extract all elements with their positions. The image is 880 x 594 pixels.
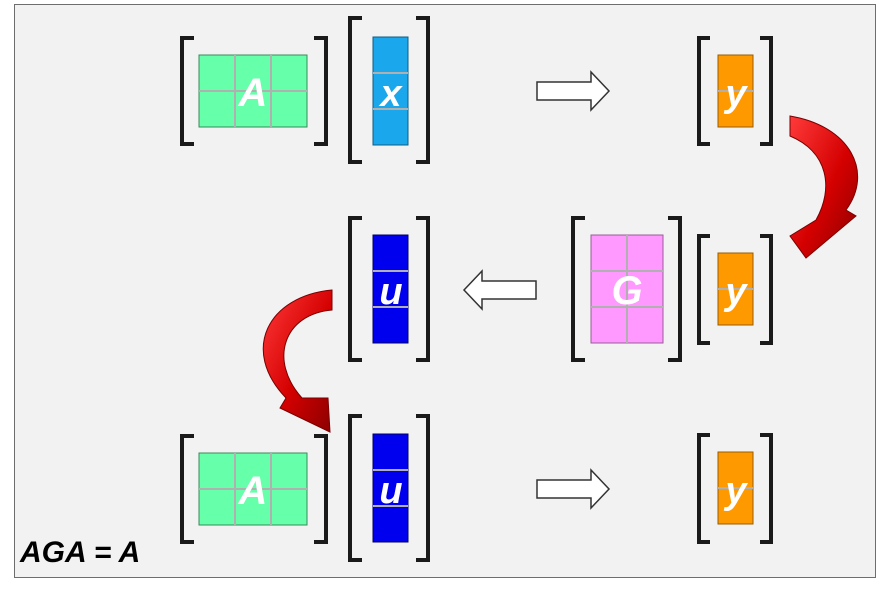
matrix-a-row1: A [198, 54, 308, 128]
bracket-left-u-row2 [348, 216, 362, 362]
label-x: x [378, 73, 403, 115]
vector-y-row3: y [717, 451, 754, 525]
label-y-row1: y [723, 73, 748, 115]
vector-y-row1: y [717, 54, 754, 128]
label-a-row1: A [238, 71, 268, 115]
arrow-right-row1 [536, 70, 611, 112]
matrix-g: G [590, 234, 664, 344]
bracket-left-a-row1 [180, 36, 194, 146]
row-1: A x y [180, 16, 773, 164]
bracket-left-u-row3 [348, 414, 362, 562]
bracket-right-u-row2 [416, 216, 430, 362]
bracket-right-y-row1 [760, 36, 773, 146]
curved-arrow-u-to-au [262, 289, 333, 433]
vector-y-row2: y [717, 252, 754, 326]
curved-arrow-y-to-gy [789, 115, 859, 259]
bracket-right-g [668, 216, 682, 362]
bracket-right-u-row3 [416, 414, 430, 562]
bracket-left-y-row3 [697, 433, 710, 544]
bracket-right-y-row2 [760, 234, 773, 345]
bracket-right-x [416, 16, 430, 164]
bracket-right-a-row3 [314, 434, 328, 544]
matrix-a-row3: A [198, 452, 308, 526]
bracket-left-y-row2 [697, 234, 710, 345]
label-g: G [611, 269, 642, 313]
bracket-right-y-row3 [760, 433, 773, 544]
arrow-left-row2 [462, 269, 537, 311]
label-u-row2: u [379, 271, 402, 313]
bracket-left-a-row3 [180, 434, 194, 544]
label-y-row3: y [723, 470, 748, 512]
arrow-right-row3 [536, 468, 611, 510]
bracket-right-a-row1 [314, 36, 328, 146]
vector-u-row3: u [372, 433, 409, 543]
label-u-row3: u [379, 470, 402, 512]
bracket-left-g [571, 216, 585, 362]
row-3: A u y [180, 414, 773, 562]
bracket-left-x [348, 16, 362, 164]
equation-caption: AGA = A [20, 536, 141, 569]
vector-x: x [372, 36, 409, 146]
vector-u-row2: u [372, 234, 409, 344]
label-y-row2: y [723, 271, 748, 313]
bracket-left-y-row1 [697, 36, 710, 146]
label-a-row3: A [238, 469, 268, 513]
row-2: u G y [348, 216, 773, 362]
